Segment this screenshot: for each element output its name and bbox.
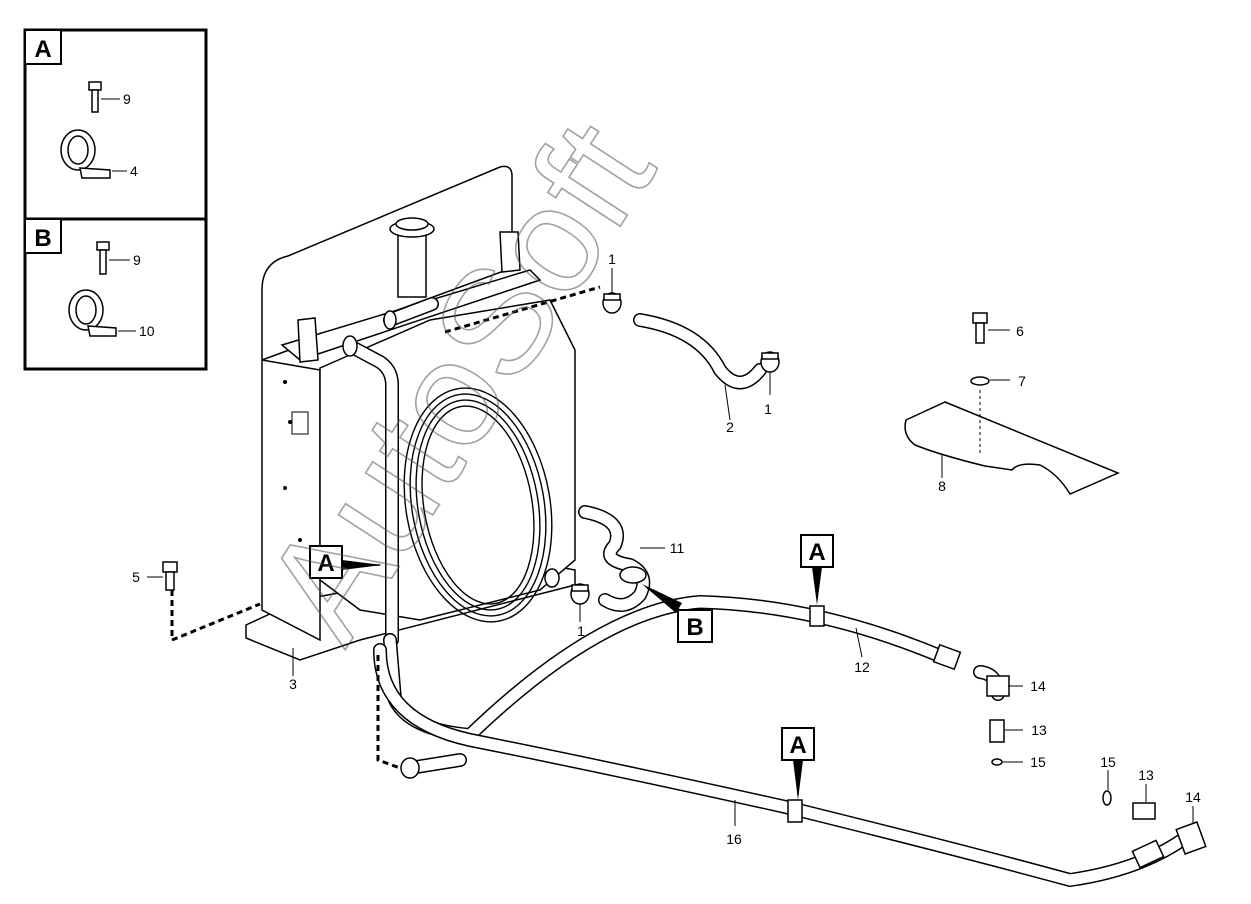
hose-clamp [570, 583, 590, 605]
clamp-icon [68, 289, 117, 337]
adapter-fitting [989, 719, 1005, 743]
callout-3: 3 [289, 676, 297, 692]
callout-6: 6 [1016, 323, 1024, 339]
detail-a-letter: A [34, 36, 51, 63]
callout-14: 14 [1185, 789, 1201, 805]
bolt-icon [96, 241, 110, 275]
connection-lines [170, 285, 601, 770]
callout-13: 13 [1031, 722, 1047, 738]
fan-ring [403, 387, 553, 623]
radiator-assembly [245, 165, 576, 661]
clamp-icon [60, 129, 111, 179]
upper-hose [633, 313, 767, 390]
detail-box-b: B 9 10 [23, 217, 208, 371]
callout-15: 15 [1100, 754, 1116, 770]
callout-2: 2 [726, 419, 734, 435]
callout-5: 5 [132, 569, 140, 585]
callout-1: 1 [608, 251, 616, 267]
mounting-bracket [904, 401, 1120, 495]
detail-a-bolt-number: 9 [123, 91, 131, 107]
callout-15: 15 [1030, 754, 1046, 770]
o-ring-icon [991, 758, 1003, 766]
hose-clamp [619, 566, 647, 584]
callout-8: 8 [938, 478, 946, 494]
detail-a-clamp-number: 4 [130, 163, 138, 179]
section-tag-a: A [781, 727, 815, 800]
hose-clamp [760, 351, 780, 373]
detail-b-bolt-number: 9 [133, 252, 141, 268]
callout-11: 11 [670, 540, 685, 556]
section-tag-a: A [800, 534, 834, 605]
elbow-fitting [986, 675, 1010, 697]
callout-numbers: 1 2 1 1 3 5 6 7 8 11 12 14 13 15 16 15 1… [132, 251, 1201, 847]
callout-14: 14 [1030, 678, 1046, 694]
detail-b-clamp-number: 10 [139, 323, 155, 339]
hydraulic-hose-16 [373, 643, 1192, 888]
detail-b-letter: B [34, 225, 51, 252]
elbow-fitting [1175, 821, 1207, 855]
svg-text:A: A [808, 539, 825, 566]
callout-16: 16 [726, 831, 742, 847]
svg-text:A: A [317, 550, 334, 577]
callout-12: 12 [854, 659, 870, 675]
callout-7: 7 [1018, 373, 1026, 389]
leader-lines [147, 268, 1194, 826]
svg-text:B: B [686, 614, 703, 641]
lower-hose [578, 505, 651, 612]
section-tag-b: B [642, 584, 713, 643]
svg-text:A: A [789, 732, 806, 759]
callout-1: 1 [577, 623, 585, 639]
bolt-icon [972, 312, 988, 344]
bolt-icon [162, 561, 178, 591]
o-ring-icon [1102, 790, 1112, 806]
bolt-icon [88, 81, 102, 113]
adapter-fitting [1132, 802, 1156, 820]
section-tag-a: A [309, 545, 382, 579]
detail-box-a: A 9 4 [23, 28, 208, 221]
washer-icon [970, 376, 990, 386]
callout-13: 13 [1138, 767, 1154, 783]
callout-1: 1 [764, 401, 772, 417]
